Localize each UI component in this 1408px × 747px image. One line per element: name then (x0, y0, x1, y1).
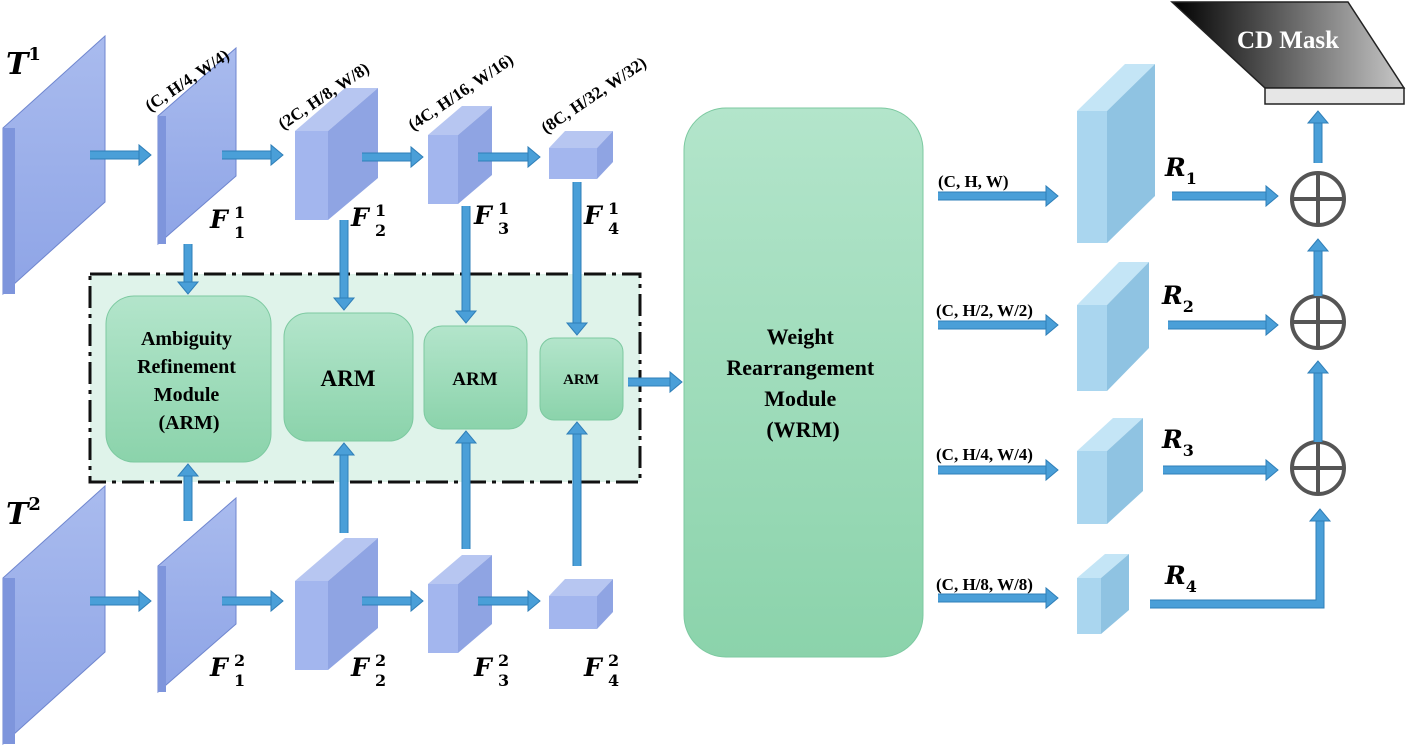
output-dim-4: (C, H/8, W/8) (936, 575, 1033, 594)
arrow-t1-f1 (90, 143, 152, 167)
arm-module-4 (539, 337, 624, 421)
arm-module-3 (423, 325, 528, 430)
sum-node-2 (1290, 294, 1346, 350)
arrow-wrm-r4 (938, 586, 1059, 610)
sum-node-1 (1290, 171, 1346, 227)
arm-module-main (105, 295, 272, 463)
output-r3-tensor (1077, 418, 1143, 524)
arrow-f24-arm (565, 421, 589, 566)
arm-module-2 (283, 312, 414, 442)
feature-f1-1-tensor (157, 46, 237, 246)
feature-f2-3-tensor (428, 555, 492, 653)
output-label-r4: R4 (1164, 561, 1197, 596)
arrow-f22-f23 (362, 589, 424, 613)
output-r2-tensor (1077, 262, 1149, 391)
arrow-sum3-sum2 (1306, 360, 1330, 442)
arrow-r3-sum (1163, 458, 1279, 482)
arm-main-label: Ambiguity Refinement Module (ARM) (137, 328, 241, 434)
feature-f1-3-tensor (428, 106, 492, 204)
arrow-wrm-r2 (938, 313, 1059, 337)
wrm-label: Weight Rearrangement Module (WRM) (726, 324, 879, 442)
arrow-wrm-r1 (938, 184, 1059, 208)
arrow-sum1-mask (1306, 110, 1330, 163)
arrow-f21-f22 (222, 589, 284, 613)
arrow-arm-wrm (628, 370, 683, 394)
output-label-r1: R1 (1164, 153, 1197, 188)
output-dim-2: (C, H/2, W/2) (936, 301, 1033, 320)
arrow-sum2-sum1 (1306, 238, 1330, 296)
arrow-wrm-r3 (938, 458, 1059, 482)
input-t2-tensor (2, 484, 106, 746)
output-label-r3: R3 (1161, 425, 1194, 460)
output-dim-3: (C, H/4, W/4) (936, 445, 1033, 464)
input-t1-label: T1 (6, 44, 41, 82)
arrow-f12-f13 (362, 145, 424, 169)
feature-f2-4-tensor (549, 579, 613, 629)
arrows-layer (90, 110, 1332, 613)
feature-f2-2-tensor (295, 538, 378, 670)
cd-mask-label: CD Mask (1237, 27, 1339, 54)
arrow-f23-f24 (478, 589, 541, 613)
feature-f1-2-tensor (295, 88, 378, 220)
arrow-f14-arm (565, 182, 589, 336)
cd-mask-output: CD Mask (1170, 1, 1406, 105)
input-t1-tensor (2, 34, 106, 296)
arrow-f13-f14 (478, 145, 541, 169)
arrow-r1-sum (1172, 184, 1279, 208)
feature-f2-1-tensor (157, 496, 237, 694)
arrow-f22-arm (332, 442, 356, 533)
arrow-r4-sum (1150, 508, 1332, 609)
arrow-f11-f12 (222, 143, 284, 167)
arrow-f23-arm (454, 430, 478, 549)
arrow-t2-f1 (90, 589, 152, 613)
output-label-r2: R2 (1161, 281, 1194, 316)
arm-4-label: ARM (563, 372, 599, 388)
wrm-module (683, 107, 924, 658)
arrow-f11-arm (176, 244, 200, 295)
sum-node-3 (1290, 440, 1346, 496)
arrow-f21-arm (176, 463, 200, 521)
arm-2-label: ARM (321, 366, 376, 391)
output-dim-1: (C, H, W) (938, 172, 1009, 191)
arrow-r2-sum (1168, 313, 1279, 337)
arrow-f13-arm (454, 206, 478, 324)
output-r1-tensor (1077, 64, 1155, 243)
arrow-f12-arm (332, 220, 356, 311)
feature-f1-4-tensor (549, 131, 613, 179)
arm-3-label: ARM (452, 369, 497, 390)
input-t2-label: T2 (6, 494, 41, 532)
dim-label-f4: (8C, H/32, W/32) (538, 53, 650, 137)
output-r4-tensor (1077, 554, 1129, 634)
